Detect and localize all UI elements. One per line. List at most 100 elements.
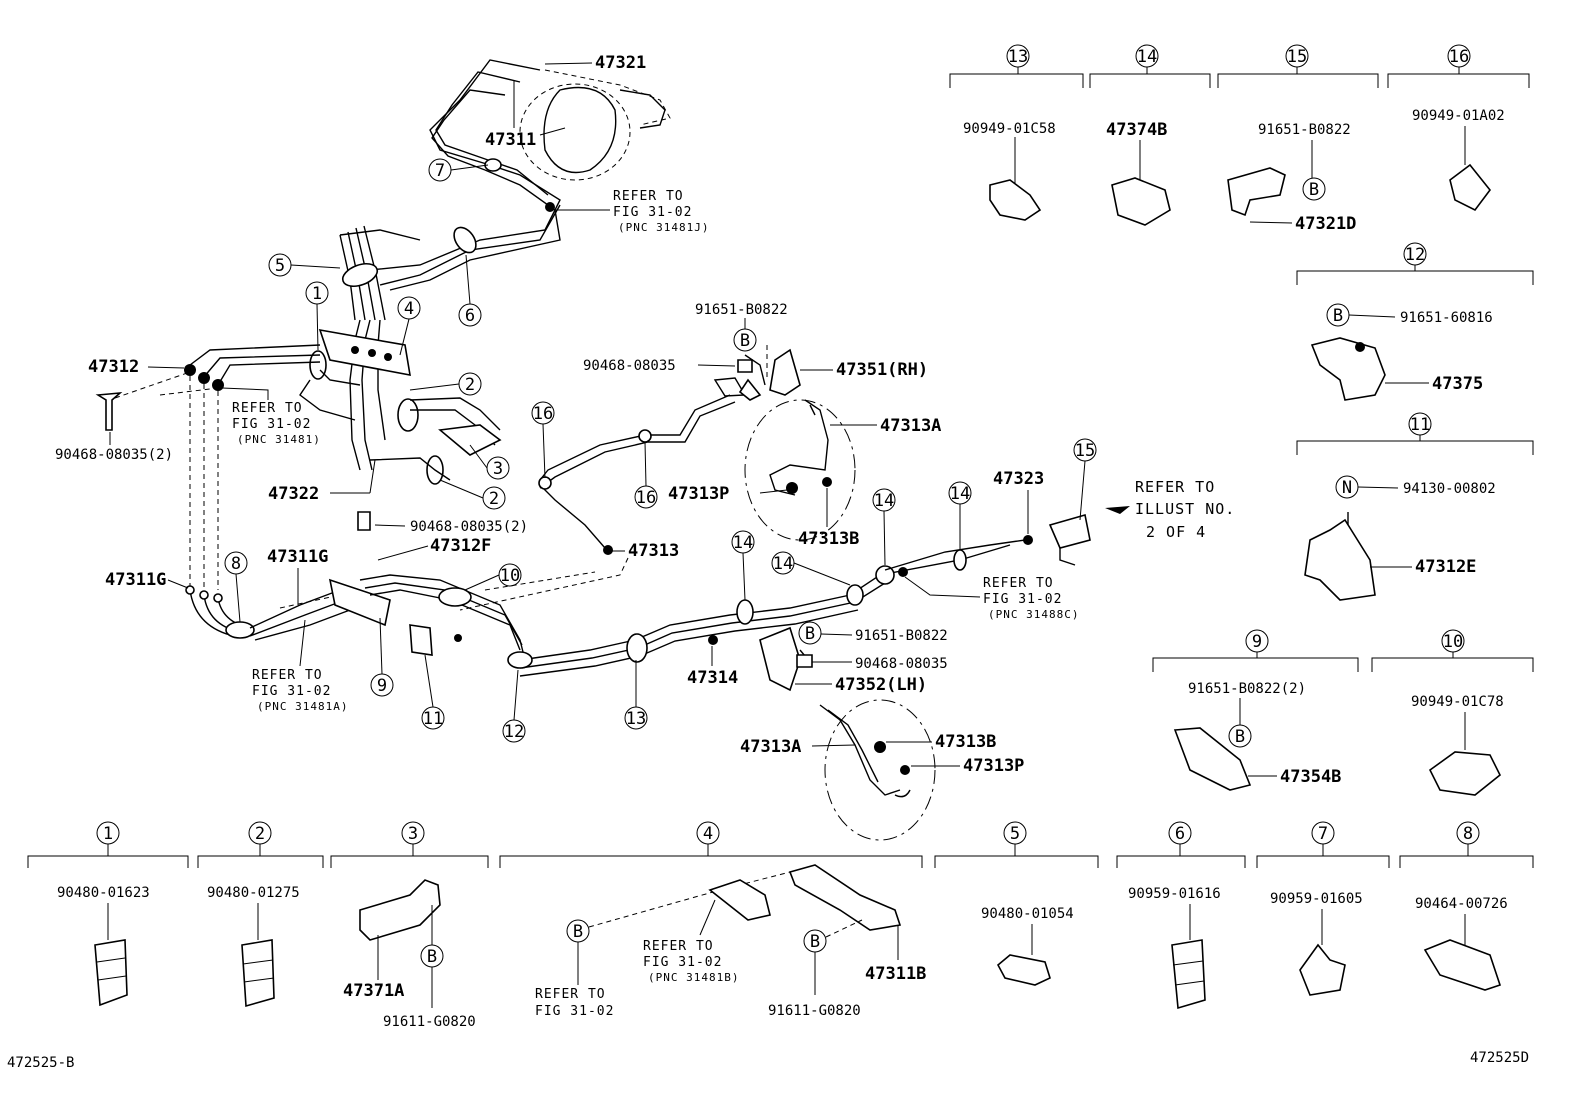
callout-14c: 14	[874, 491, 894, 511]
detail-10: 10 90949-01C78	[1371, 629, 1534, 796]
svg-text:REFER TO: REFER TO	[535, 987, 606, 1002]
refer-note-31481: REFER TO FIG 31-02 (PNC 31481)	[221, 387, 321, 446]
svg-text:13: 13	[1008, 47, 1028, 67]
detail-7: 7 90959-01605	[1256, 821, 1390, 996]
svg-text:9: 9	[1252, 632, 1262, 652]
detail-14: 14 47374B	[1089, 44, 1211, 226]
label-47312: 47312	[88, 357, 139, 377]
svg-text:REFER TO: REFER TO	[983, 576, 1054, 591]
callout-2b: 2	[489, 489, 499, 509]
refer-note-31488c: REFER TO FIG 31-02 (PNC 31488C)	[904, 576, 1079, 621]
svg-text:12: 12	[1405, 245, 1425, 265]
callouts: 7 5 1 4 6 2 3 2 8 10 9 11 12 13 16 16 14…	[224, 158, 1097, 743]
label-47322: 47322	[268, 484, 319, 504]
svg-text:FIG 31-02: FIG 31-02	[232, 417, 311, 432]
callout-14a: 14	[733, 533, 753, 553]
svg-text:10: 10	[1443, 632, 1463, 652]
svg-text:90464-00726: 90464-00726	[1415, 896, 1508, 912]
detail-2: 2 90480-01275	[197, 821, 324, 1008]
callout-14b: 14	[773, 554, 793, 574]
callout-14d: 14	[950, 484, 970, 504]
detail-5: 5 90480-01054	[934, 821, 1099, 986]
svg-text:(PNC 31481B): (PNC 31481B)	[648, 971, 739, 984]
label-47313: 47313	[628, 541, 679, 561]
label-47313p-top: 47313P	[668, 484, 729, 504]
svg-text:(PNC 31488C): (PNC 31488C)	[988, 608, 1079, 621]
svg-text:6: 6	[1175, 824, 1185, 844]
label-47351rh: 47351(RH)	[836, 360, 928, 380]
svg-text:REFER TO: REFER TO	[232, 401, 303, 416]
callout-8: 8	[231, 554, 241, 574]
mid-brake-lines	[328, 506, 1130, 677]
svg-text:5: 5	[1010, 824, 1020, 844]
svg-text:B: B	[573, 922, 583, 942]
svg-text:4: 4	[703, 824, 713, 844]
brake-booster	[519, 69, 671, 181]
svg-text:90480-01623: 90480-01623	[57, 885, 150, 901]
svg-text:B: B	[1309, 180, 1319, 200]
svg-text:91611-G0820: 91611-G0820	[768, 1003, 861, 1019]
svg-text:91651-60816: 91651-60816	[1400, 310, 1493, 326]
callout-9: 9	[377, 676, 387, 696]
label-47313a-top: 47313A	[880, 416, 941, 436]
svg-text:47374B: 47374B	[1106, 120, 1167, 140]
svg-text:90480-01275: 90480-01275	[207, 885, 300, 901]
callout-13: 13	[626, 709, 646, 729]
refer-note-31481a: REFER TO FIG 31-02 (PNC 31481A)	[252, 619, 347, 713]
callout-16: 16	[533, 404, 553, 424]
callout-b-top: B	[740, 331, 750, 351]
svg-text:FIG 31-02: FIG 31-02	[983, 592, 1062, 607]
svg-text:47354B: 47354B	[1280, 767, 1341, 787]
label-90468-08035-mid: 90468-08035	[855, 656, 948, 672]
svg-text:REFER TO: REFER TO	[1135, 478, 1215, 496]
detail-13: 13 90949-01C58	[949, 44, 1084, 221]
callout-11: 11	[423, 709, 443, 729]
label-91651-b0822-mid: 91651-B0822	[855, 628, 948, 644]
part-labels: 47321 47311 47312 90468-08035(2) 47322 9…	[55, 53, 1044, 776]
svg-text:11: 11	[1410, 415, 1430, 435]
svg-text:FIG 31-02: FIG 31-02	[643, 955, 722, 970]
label-47313b-bot: 47313B	[935, 732, 996, 752]
svg-text:90959-01605: 90959-01605	[1270, 891, 1363, 907]
detail-12: 12 B 91651-60816 47375	[1296, 242, 1534, 401]
callout-6: 6	[465, 306, 475, 326]
svg-text:(PNC 31481J): (PNC 31481J)	[618, 221, 709, 234]
junction-block	[309, 328, 502, 485]
svg-text:90949-01C78: 90949-01C78	[1411, 694, 1504, 710]
lh-brake-hose	[708, 626, 936, 841]
detail-1: 1 90480-01623	[27, 821, 189, 1007]
label-47314: 47314	[687, 668, 738, 688]
svg-text:14: 14	[1137, 47, 1157, 67]
detail-15: 15 91651-B0822 B 47321D	[1217, 44, 1379, 234]
svg-text:B: B	[810, 932, 820, 952]
refer-note-31481j: REFER TO FIG 31-02 (PNC 31481J)	[545, 189, 709, 234]
callout-5: 5	[275, 256, 285, 276]
footer-id-left: 472525-B	[7, 1055, 74, 1071]
footer-id-right: 472525D	[1470, 1050, 1529, 1066]
svg-text:2 OF 4: 2 OF 4	[1146, 523, 1206, 541]
main-assembly	[114, 59, 1130, 841]
callout-16b: 16	[636, 488, 656, 508]
svg-text:ILLUST NO.: ILLUST NO.	[1135, 500, 1235, 518]
svg-text:7: 7	[1318, 824, 1328, 844]
svg-text:REFER TO: REFER TO	[643, 939, 714, 954]
callout-4: 4	[404, 299, 414, 319]
svg-text:90949-01A02: 90949-01A02	[1412, 108, 1505, 124]
label-47313p-bot: 47313P	[963, 756, 1024, 776]
detail-9: 9 91651-B0822(2) B 47354B	[1152, 629, 1359, 791]
svg-text:(PNC 31481): (PNC 31481)	[237, 433, 321, 446]
label-47352lh: 47352(LH)	[835, 675, 927, 695]
label-47321: 47321	[595, 53, 646, 73]
detail-8: 8 90464-00726	[1399, 821, 1534, 991]
detail-16: 16 90949-01A02	[1387, 44, 1530, 212]
callout-1: 1	[312, 284, 322, 304]
rh-brake-lines	[538, 345, 856, 555]
label-47313a-bot: 47313A	[740, 737, 801, 757]
label-47311: 47311	[485, 130, 536, 150]
label-47312f: 47312F	[430, 536, 491, 556]
svg-text:N: N	[1342, 478, 1352, 498]
svg-text:REFER TO: REFER TO	[613, 189, 684, 204]
detail-6: 6 90959-01616	[1116, 821, 1246, 1010]
label-90468-08035-2a: 90468-08035(2)	[55, 447, 173, 463]
